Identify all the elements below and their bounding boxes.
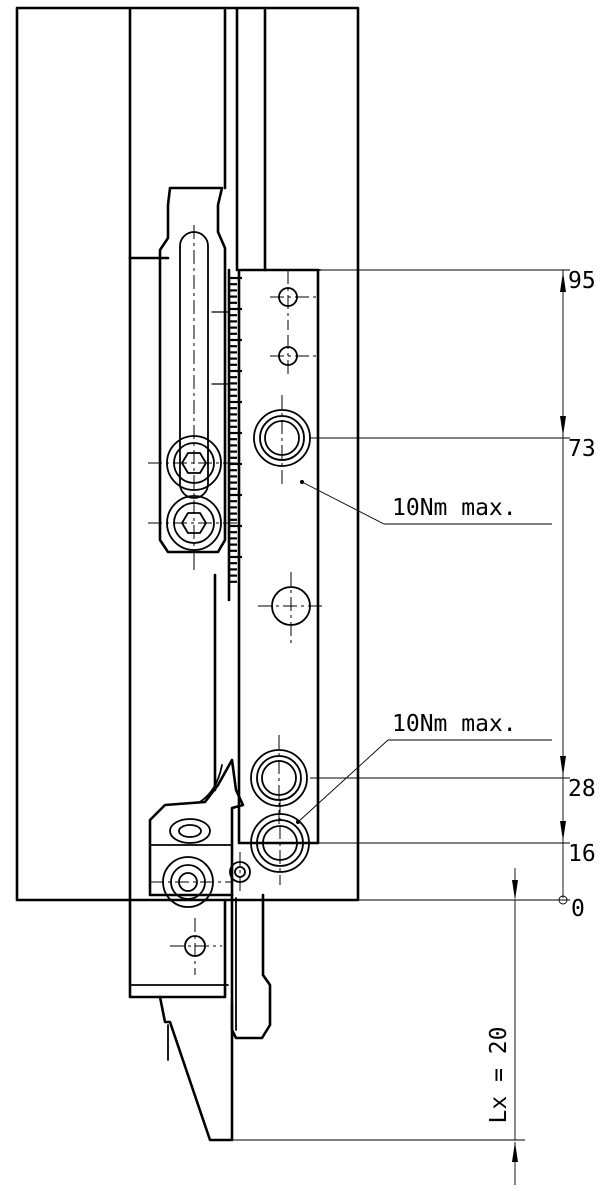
dim-label-16: 16	[568, 841, 596, 867]
counterbore-16	[250, 800, 310, 885]
lx-dimension	[232, 868, 525, 1185]
scale	[211, 276, 242, 583]
counterbore-73	[253, 395, 311, 486]
dim-label-95: 95	[568, 268, 596, 294]
hex-screw-upper	[148, 435, 240, 491]
counterbore-28	[250, 735, 308, 825]
hole-center	[258, 572, 325, 645]
tapered-tip	[158, 995, 234, 1142]
dim-label-28: 28	[568, 776, 596, 802]
dimension-lines	[310, 269, 570, 905]
lx-label: Lx = 20	[486, 1027, 512, 1124]
stop-finger	[230, 893, 272, 1040]
torque-leader-upper	[300, 480, 552, 525]
small-hole-top	[270, 270, 318, 330]
grub-screw	[229, 852, 251, 893]
torque-label-upper: 10Nm max.	[392, 495, 517, 521]
torque-leader-lower	[296, 739, 552, 824]
dim-label-0: 0	[571, 896, 585, 922]
small-hole-bottom	[170, 918, 222, 975]
carriage-body	[128, 256, 231, 999]
torque-label-lower: 10Nm max.	[392, 711, 517, 737]
hex-screw-lower	[148, 495, 240, 572]
clamp-block	[148, 758, 245, 897]
dim-label-73: 73	[568, 436, 596, 462]
hex-screw-clamp	[150, 856, 232, 908]
small-hole-second	[270, 335, 318, 378]
